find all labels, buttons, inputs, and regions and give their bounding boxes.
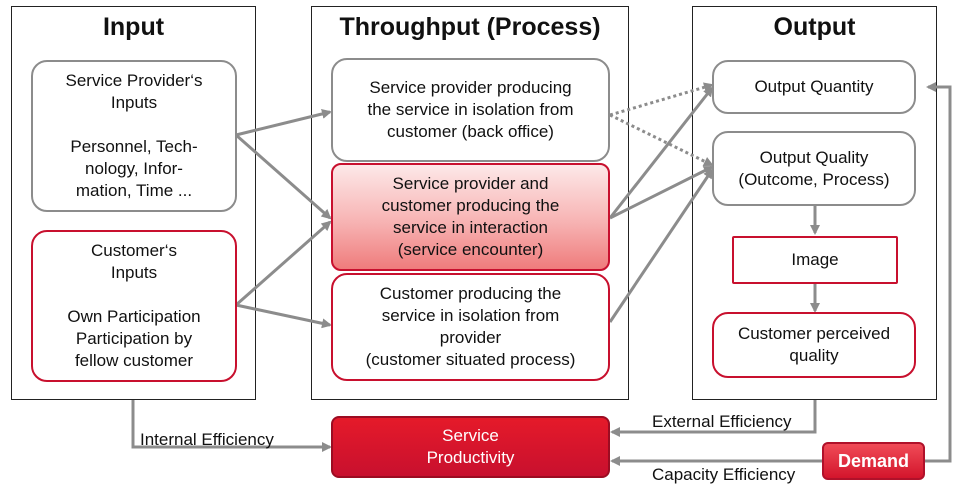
customer-situated-line: Customer producing the [379, 284, 562, 303]
image-box: Image [732, 236, 898, 284]
service-encounter-box: Service provider and customer producing … [331, 163, 610, 271]
customer-inputs-line: fellow customer [74, 351, 194, 370]
capacity-efficiency-label: Capacity Efficiency [652, 465, 796, 484]
edge-demand-to-quantity [925, 82, 952, 463]
edge-encounter-to-quality [609, 165, 714, 220]
provider-inputs-line: Inputs [110, 93, 158, 112]
perceived-quality-line: Customer perceived [737, 324, 891, 343]
edge-customer-to-situated [235, 303, 332, 329]
output-quantity-label: Output Quantity [754, 77, 874, 96]
customer-inputs-line: Customer‘s [91, 241, 177, 260]
provider-inputs-line: Service Provider‘s [65, 71, 203, 90]
edge-provider-to-backoffice [235, 109, 332, 137]
back-office-line: the service in isolation from [367, 100, 574, 119]
customer-perceived-quality-box: Customer perceived quality [712, 312, 916, 378]
edge-external-efficiency [610, 400, 817, 437]
back-office-line: customer (back office) [387, 122, 554, 141]
output-quality-box: Output Quality (Outcome, Process) [712, 131, 916, 206]
back-office-line: Service provider producing [369, 78, 572, 97]
edge-situated-to-quality [608, 168, 714, 323]
throughput-panel-title: Throughput (Process) [339, 13, 601, 41]
edge-provider-to-encounter [235, 133, 332, 220]
customer-inputs-box: Customer‘s Inputs Own Participation Part… [31, 230, 237, 382]
customer-situated-line: service in isolation from [381, 306, 560, 325]
service-encounter-line: Service provider and [392, 174, 549, 193]
output-quality-line: Output Quality [759, 147, 869, 167]
edge-customer-to-encounter [235, 220, 332, 307]
customer-situated-line: (customer situated process) [365, 350, 576, 369]
output-quality-line: (Outcome, Process) [738, 169, 890, 189]
provider-inputs-line: Personnel, Tech- [70, 137, 198, 156]
service-productivity-box: Service Productivity [331, 416, 610, 478]
provider-inputs-box: Service Provider‘s Inputs Personnel, Tec… [31, 60, 237, 212]
image-label: Image [791, 250, 839, 269]
edge-backoffice-to-quality [609, 113, 714, 167]
internal-efficiency-label: Internal Efficiency [140, 430, 274, 449]
perceived-quality-line: quality [789, 346, 839, 365]
service-encounter-line: customer producing the [381, 196, 560, 215]
edge-internal-efficiency [131, 400, 332, 452]
edge-backoffice-to-quantity [609, 82, 714, 117]
demand-box: Demand [822, 442, 925, 480]
customer-situated-line: provider [439, 328, 502, 347]
customer-inputs-line: Inputs [110, 263, 158, 282]
service-encounter-line: service in interaction [393, 218, 548, 237]
customer-inputs-line: Participation by [75, 329, 193, 348]
service-productivity-line: Service [442, 426, 499, 445]
back-office-box: Service provider producing the service i… [331, 58, 610, 162]
demand-label: Demand [837, 451, 909, 471]
output-quantity-box: Output Quantity [712, 60, 916, 114]
output-panel-title: Output [773, 13, 856, 41]
edge-encounter-to-quantity [608, 86, 714, 219]
customer-inputs-line: Own Participation [67, 307, 201, 326]
customer-situated-box: Customer producing the service in isolat… [331, 273, 610, 381]
input-panel-title: Input [102, 13, 165, 41]
provider-inputs-line: mation, Time ... [75, 181, 193, 200]
external-efficiency-label: External Efficiency [652, 412, 792, 431]
service-productivity-line: Productivity [426, 448, 515, 467]
provider-inputs-line: nology, Infor- [85, 159, 183, 178]
service-encounter-line: (service encounter) [397, 240, 544, 259]
